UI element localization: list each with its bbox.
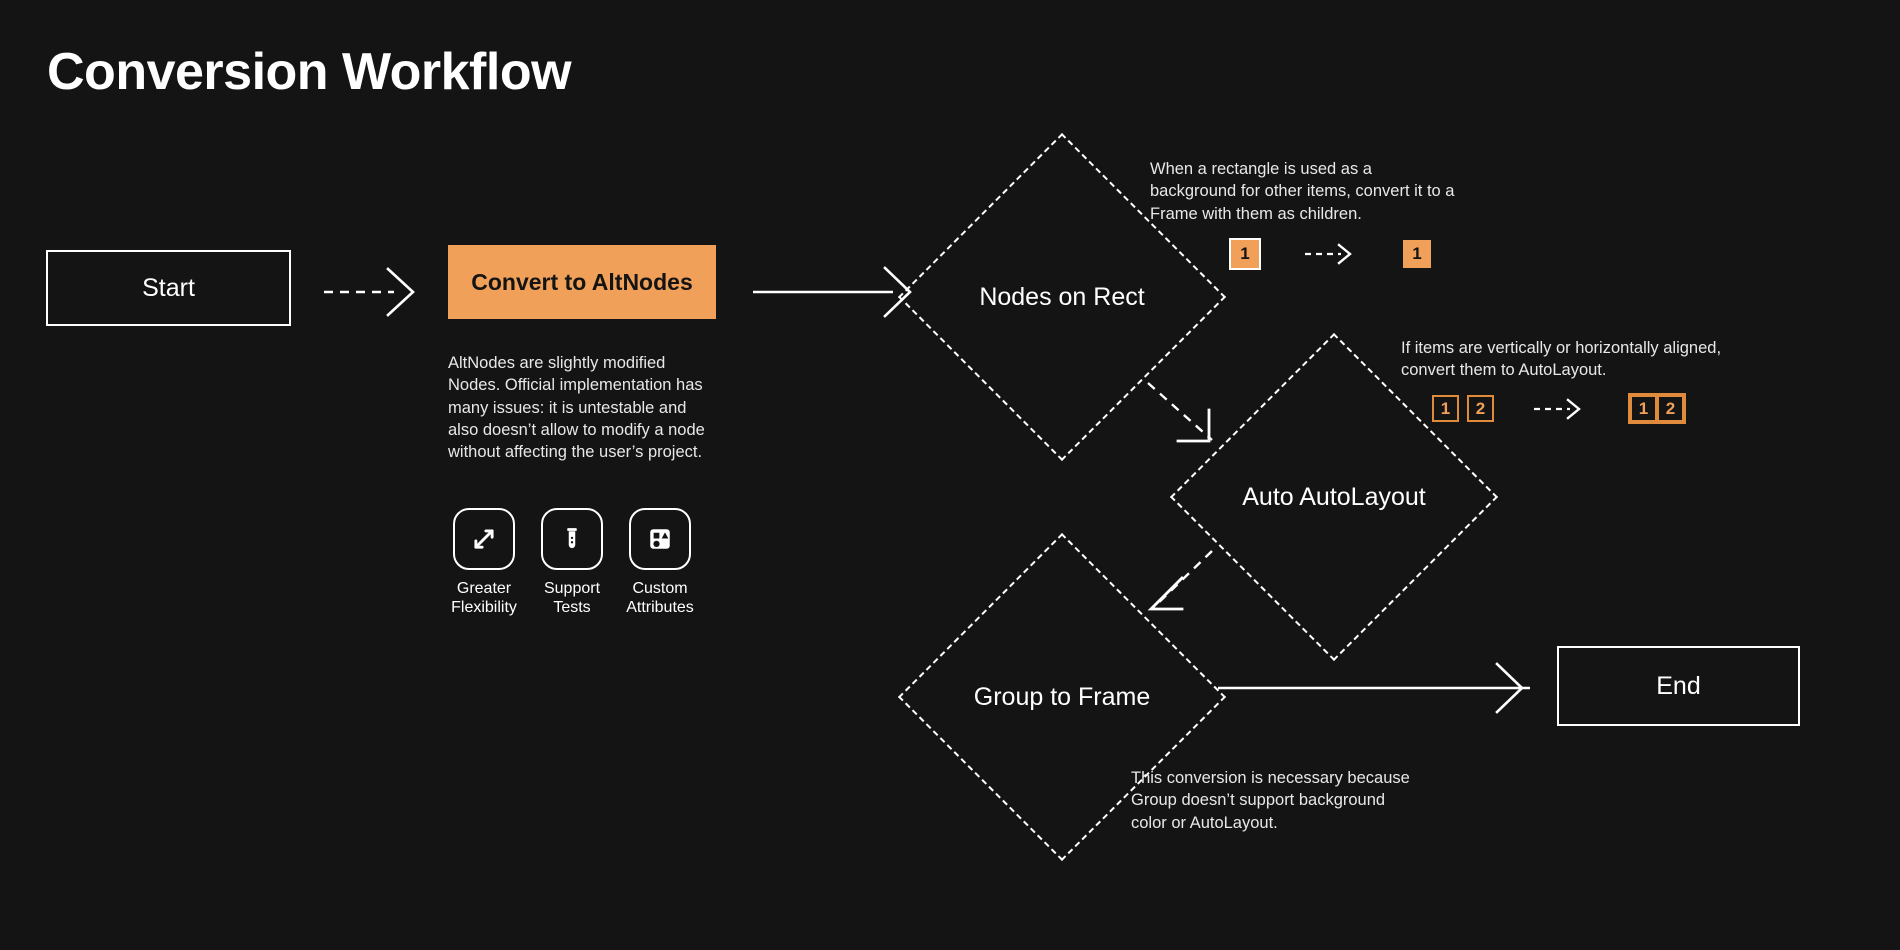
node-convert-to-altnodes[interactable]: Convert to AltNodes: [448, 245, 716, 319]
feature-custom-attributes[interactable]: Custom Attributes: [626, 508, 694, 617]
edge-convert-to-nodes-on-rect: [753, 266, 912, 318]
annotation-group-to-frame: This conversion is necessary because Gro…: [1131, 769, 1410, 832]
node-auto-autolayout[interactable]: Auto AutoLayout: [1169, 332, 1499, 662]
shapes-icon: [629, 508, 691, 570]
node-end-label: End: [1656, 671, 1701, 700]
badge-before-1: 1: [1432, 395, 1459, 422]
node-auto-autolayout-label: Auto AutoLayout: [1242, 482, 1426, 511]
feature-list: Greater Flexibility Support Tests: [451, 508, 694, 617]
badge-after-2: 2: [1657, 395, 1684, 422]
dashed-arrow-icon: [1534, 397, 1581, 420]
test-tube-icon: [541, 508, 603, 570]
annotation-nodes-on-rect: When a rectangle is used as a background…: [1150, 160, 1455, 223]
feature-greater-flexibility[interactable]: Greater Flexibility: [451, 508, 517, 617]
annotation-auto-autolayout-badges: 1 2 1 2: [1432, 393, 1686, 424]
node-nodes-on-rect[interactable]: Nodes on Rect: [897, 132, 1227, 462]
annotation-nodes-on-rect-badges: 1 1: [1229, 238, 1431, 270]
feature-label: Custom Attributes: [626, 580, 694, 616]
node-group-to-frame[interactable]: Group to Frame: [897, 532, 1227, 862]
node-end[interactable]: End: [1557, 646, 1800, 726]
badge-after-1: 1: [1403, 240, 1431, 268]
convert-description: AltNodes are slightly modified Nodes. Of…: [448, 354, 705, 462]
node-group-to-frame-label: Group to Frame: [973, 682, 1151, 711]
autolayout-frame: 1 2: [1628, 393, 1686, 424]
badge-before-1: 1: [1229, 238, 1261, 270]
edge-group-to-frame-to-end: [1218, 662, 1530, 714]
expand-arrows-icon: [453, 508, 515, 570]
feature-label: Greater Flexibility: [451, 580, 517, 616]
feature-label: Support Tests: [543, 580, 601, 616]
annotation-auto-autolayout: If items are vertically or horizontally …: [1401, 339, 1722, 380]
badge-after-1: 1: [1630, 395, 1657, 422]
dashed-arrow-icon: [1305, 243, 1352, 265]
edge-start-to-convert: [324, 267, 415, 317]
badge-before-2: 2: [1467, 395, 1494, 422]
node-convert-label: Convert to AltNodes: [471, 268, 693, 295]
node-start-label: Start: [142, 273, 195, 302]
node-nodes-on-rect-label: Nodes on Rect: [979, 282, 1145, 311]
feature-support-tests[interactable]: Support Tests: [540, 508, 604, 617]
page-title: Conversion Workflow: [47, 43, 572, 101]
node-start[interactable]: Start: [46, 250, 291, 326]
